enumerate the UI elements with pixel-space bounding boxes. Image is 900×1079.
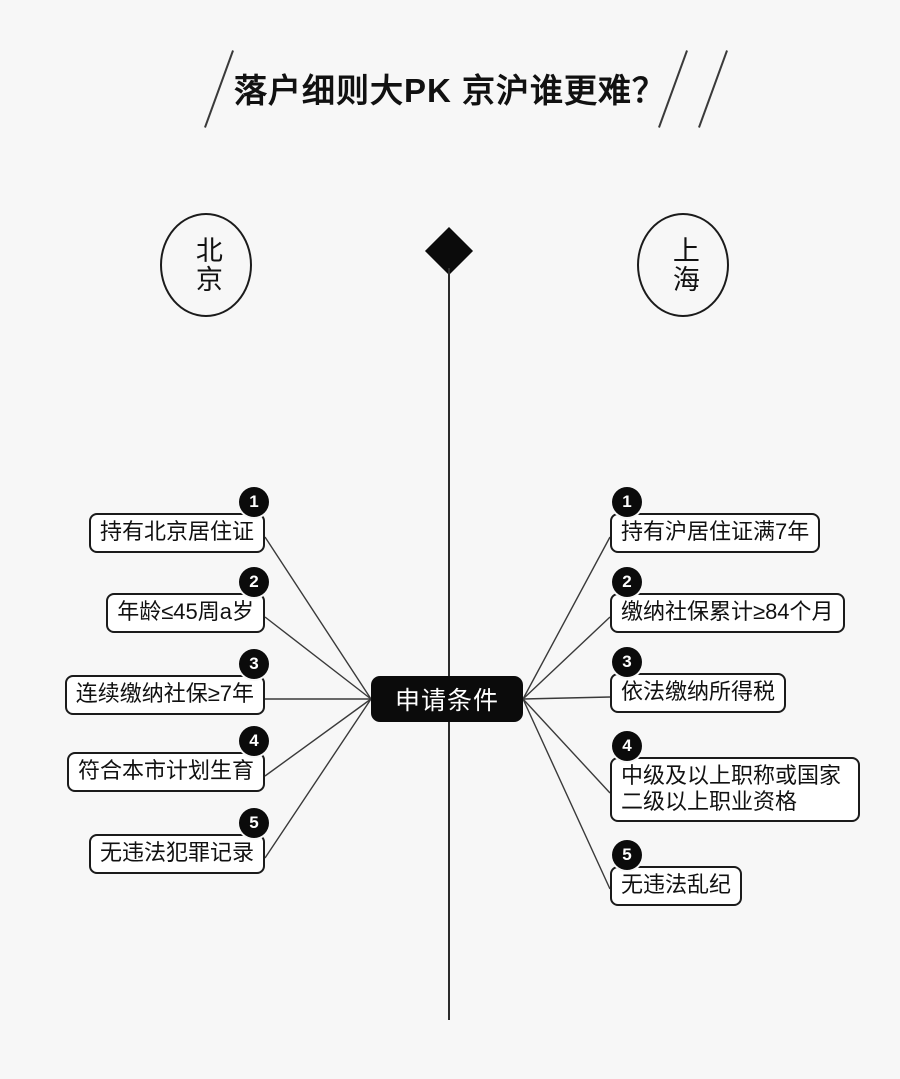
list-item[interactable]: 2 年龄≤45周a岁 bbox=[106, 567, 269, 633]
city-label-right: 上海 bbox=[668, 236, 699, 294]
list-item[interactable]: 1 持有北京居住证 bbox=[88, 487, 269, 553]
page-title: 落户细则大PK 京沪谁更难？ bbox=[233, 72, 666, 109]
item-number-badge: 5 bbox=[239, 808, 269, 838]
item-label: 持有沪居住证满7年 bbox=[610, 513, 821, 553]
list-item[interactable]: 5 无违法乱纪 bbox=[610, 840, 743, 906]
list-item[interactable]: 4 中级及以上职称或国家二级以上职业资格 bbox=[610, 731, 860, 823]
item-number-badge: 2 bbox=[612, 567, 642, 597]
title-bar: 落户细则大PK 京沪谁更难？ bbox=[0, 42, 900, 132]
vertical-divider-line bbox=[448, 268, 450, 1020]
city-badge-shanghai: 上海 bbox=[637, 213, 729, 317]
list-item[interactable]: 3 连续缴纳社保≥7年 bbox=[64, 649, 269, 715]
item-number-badge: 3 bbox=[612, 647, 642, 677]
item-label: 依法缴纳所得税 bbox=[610, 673, 787, 713]
list-item[interactable]: 2 缴纳社保累计≥84个月 bbox=[610, 567, 845, 633]
item-number-badge: 4 bbox=[612, 731, 642, 761]
center-hub-node[interactable]: 申请条件 bbox=[371, 676, 523, 722]
item-label: 符合本市计划生育 bbox=[66, 752, 265, 792]
item-label: 中级及以上职称或国家二级以上职业资格 bbox=[610, 757, 860, 823]
item-label: 无违法乱纪 bbox=[610, 866, 743, 906]
item-label: 无违法犯罪记录 bbox=[88, 834, 265, 874]
list-item[interactable]: 5 无违法犯罪记录 bbox=[88, 808, 269, 874]
item-label: 持有北京居住证 bbox=[88, 513, 265, 553]
item-number-badge: 1 bbox=[612, 487, 642, 517]
item-number-badge: 1 bbox=[239, 487, 269, 517]
item-label: 年龄≤45周a岁 bbox=[106, 593, 265, 633]
city-badge-beijing: 北京 bbox=[160, 213, 252, 317]
item-number-badge: 4 bbox=[239, 726, 269, 756]
item-label: 缴纳社保累计≥84个月 bbox=[610, 593, 845, 633]
list-item[interactable]: 1 持有沪居住证满7年 bbox=[610, 487, 821, 553]
list-item[interactable]: 4 符合本市计划生育 bbox=[66, 726, 269, 792]
item-number-badge: 3 bbox=[239, 649, 269, 679]
list-item[interactable]: 3 依法缴纳所得税 bbox=[610, 647, 787, 713]
item-number-badge: 5 bbox=[612, 840, 642, 870]
center-hub-label: 申请条件 bbox=[394, 687, 499, 715]
item-label: 连续缴纳社保≥7年 bbox=[64, 675, 265, 715]
city-label-left: 北京 bbox=[191, 236, 222, 294]
item-number-badge: 2 bbox=[239, 567, 269, 597]
